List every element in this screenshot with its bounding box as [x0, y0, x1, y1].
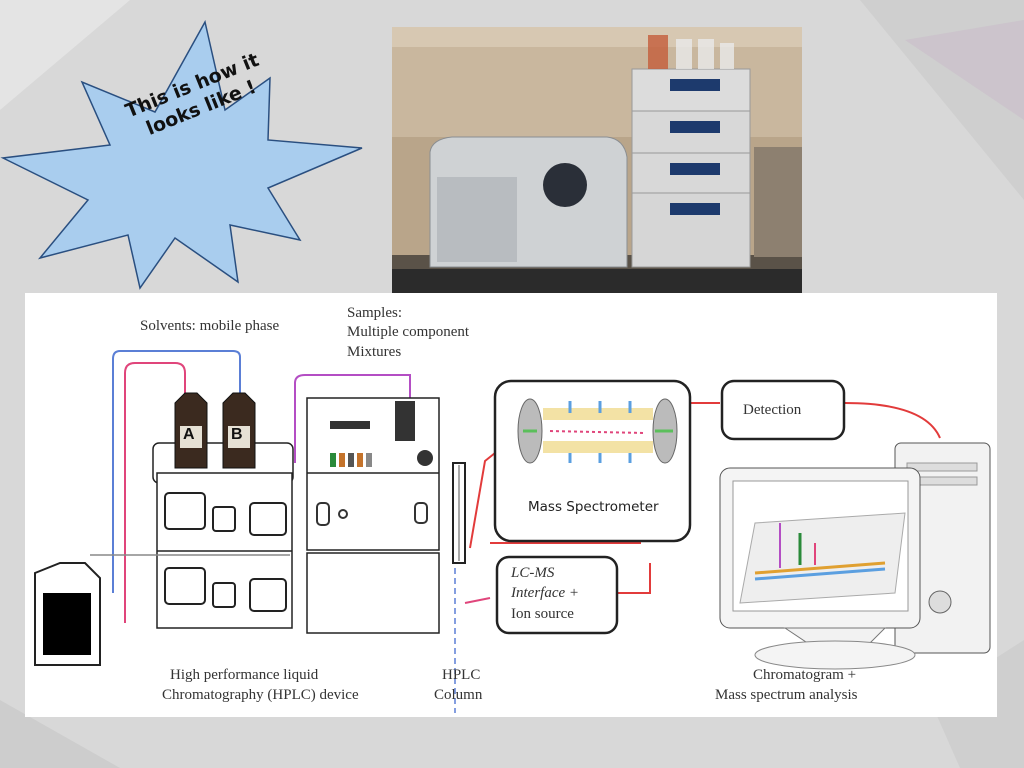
column-oven	[306, 552, 440, 634]
analysis-label-2: Mass spectrum analysis	[715, 687, 858, 703]
instrument-photo	[392, 27, 802, 294]
interface-label-3: Ion source	[511, 606, 574, 622]
interface-label-1: LC-MS	[511, 565, 555, 581]
mass-spectrometer-box	[493, 379, 692, 543]
callout-starburst	[0, 20, 363, 290]
hplc-device-label-1: High performance liquid	[170, 667, 319, 683]
samples-label-3: Mixtures	[347, 344, 402, 360]
lcms-interface-box	[495, 555, 619, 635]
samples-label-2: Multiple component	[347, 324, 470, 340]
lcms-diagram: Solvents: mobile phase Samples: Multiple…	[25, 293, 997, 717]
diagram-graphics	[34, 350, 991, 713]
samples-label-1: Samples:	[347, 305, 402, 321]
mass-spectrometer-label: Mass Spectrometer	[528, 499, 659, 515]
autosampler	[306, 397, 440, 551]
analysis-label-1: Chromatogram +	[753, 667, 857, 683]
detection-label: Detection	[743, 402, 802, 418]
bottle-b-label: B	[231, 426, 243, 443]
solvents-label: Solvents: mobile phase	[140, 318, 280, 334]
hplc-device-label-2: Chromatography (HPLC) device	[162, 687, 359, 703]
hplc-column-label-1: HPLC	[442, 667, 481, 683]
detection-box	[720, 379, 846, 441]
hplc-column-label-2: Column	[434, 687, 483, 703]
bottle-a-label: A	[183, 426, 195, 443]
interface-label-2: Interface +	[511, 585, 580, 601]
